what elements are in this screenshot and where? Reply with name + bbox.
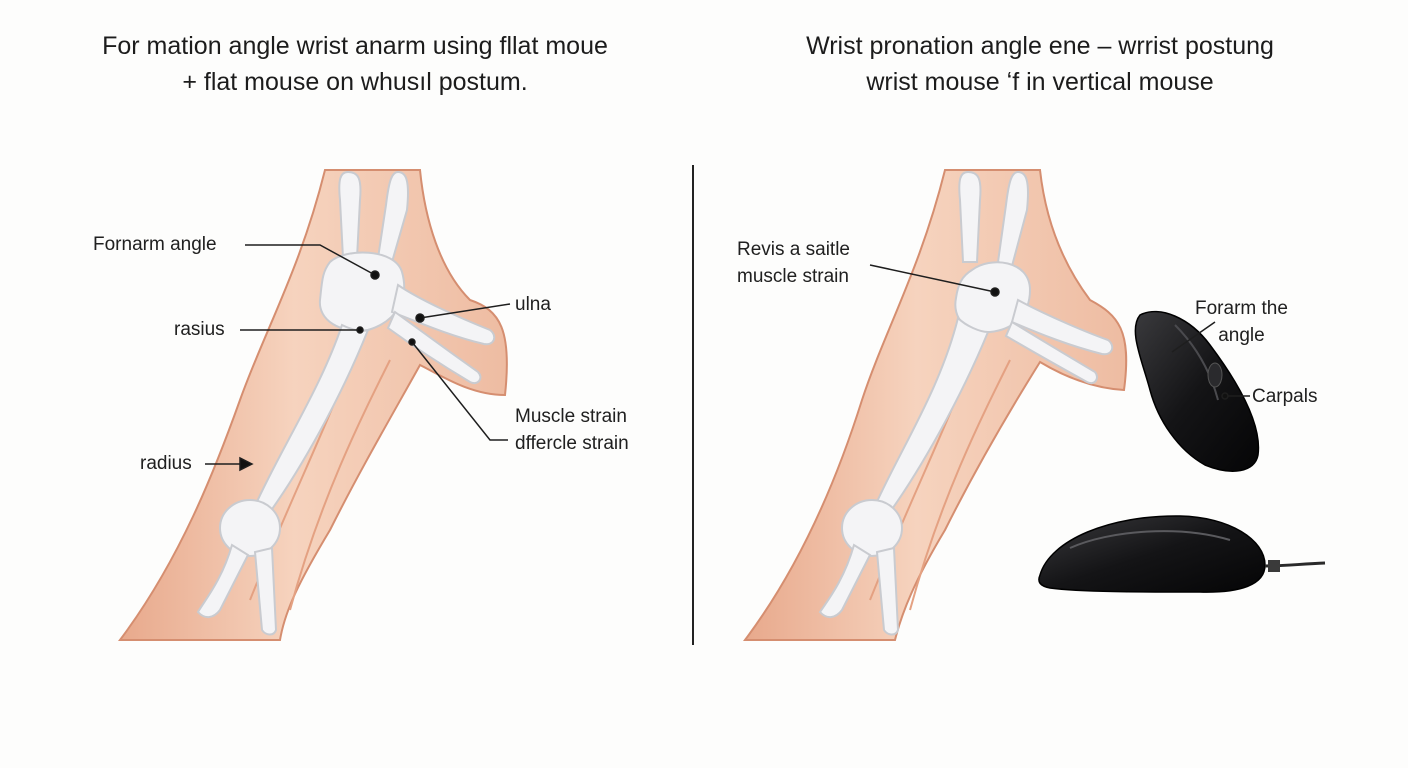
right-ulna-bone-2 xyxy=(1004,320,1098,384)
right-elbow-joint xyxy=(841,499,903,557)
dot-carpals xyxy=(1221,392,1229,400)
dot-revis xyxy=(990,287,1000,297)
right-title-line2: wrist mouse ʻf in vertical mouse xyxy=(866,68,1214,96)
left-muscle-line xyxy=(289,359,391,611)
right-lower-bone-b xyxy=(875,546,900,636)
arrowhead-radius xyxy=(239,456,254,472)
left-title-line2: + flat mouse on whusıl postum. xyxy=(182,68,528,96)
flat-mouse xyxy=(1038,515,1326,593)
right-wrist-joint xyxy=(954,261,1032,334)
vertical-mouse xyxy=(1134,310,1260,472)
left-lower-bone-b xyxy=(253,546,278,636)
left-radius-bone xyxy=(253,323,370,514)
right-panel-title: Wrist pronation angle ene – wrrist postu… xyxy=(720,28,1360,100)
right-muscle-line xyxy=(909,359,1011,611)
left-leader-lines xyxy=(205,244,511,472)
dot-forearm-angle xyxy=(370,270,380,280)
left-elbow-joint xyxy=(219,499,281,557)
right-forearm-illustration xyxy=(743,169,1128,641)
label-forarm-line2: angle xyxy=(1218,325,1265,346)
right-bones xyxy=(818,170,1114,636)
left-lower-bone-a xyxy=(196,543,250,618)
label-rasius: rasius xyxy=(174,319,225,340)
vertical-mouse-body xyxy=(1134,310,1260,472)
label-forearm-angle: Fornarm angle xyxy=(93,234,217,255)
dot-ulna xyxy=(415,313,425,323)
label-ulna: ulna xyxy=(515,294,551,315)
left-wrist-joint xyxy=(318,251,406,332)
right-ulna-bone xyxy=(1010,298,1114,356)
right-title-line1: Wrist pronation angle ene – wrrist postu… xyxy=(806,32,1274,60)
label-muscle-strain: Muscle strain dffercle strain xyxy=(515,403,629,457)
flat-mouse-connector xyxy=(1268,560,1280,572)
right-radius-bone xyxy=(873,316,990,514)
right-upper-bone-a xyxy=(958,170,982,263)
left-panel-title: For mation angle wrist anarm using fllat… xyxy=(40,28,670,100)
label-revis-line1: Revis a saitle xyxy=(737,239,850,260)
left-title-line1: For mation angle wrist anarm using fllat… xyxy=(102,32,608,60)
flat-mouse-highlight xyxy=(1069,530,1231,549)
left-upper-bone-a xyxy=(338,170,362,259)
label-revis: Revis a saitle muscle strain xyxy=(737,236,850,290)
flat-mouse-body xyxy=(1038,515,1266,593)
label-forarm-line1: Forarm the xyxy=(1195,298,1288,319)
label-forarm-angle: Forarm the angle xyxy=(1195,295,1288,349)
vertical-mouse-button xyxy=(1207,362,1223,388)
label-muscle-strain-line2: dffercle strain xyxy=(515,433,629,454)
leader-revis xyxy=(869,264,996,293)
dot-muscle-strain xyxy=(408,338,416,346)
leader-ulna xyxy=(419,303,511,319)
label-muscle-strain-line1: Muscle strain xyxy=(515,406,627,427)
left-bones xyxy=(196,170,496,636)
left-forearm-illustration xyxy=(118,169,508,641)
right-leader-lines xyxy=(869,264,1250,400)
right-lower-bone-a xyxy=(818,543,872,618)
vertical-mouse-button-groove xyxy=(1174,324,1219,401)
label-radius: radius xyxy=(140,453,192,474)
leader-forearm-angle xyxy=(245,244,376,276)
label-carpals: Carpals xyxy=(1252,386,1318,407)
label-revis-line2: muscle strain xyxy=(737,266,849,287)
leader-forarm-angle xyxy=(1171,321,1216,353)
dot-rasius xyxy=(356,326,364,334)
leader-muscle-strain xyxy=(411,341,508,441)
